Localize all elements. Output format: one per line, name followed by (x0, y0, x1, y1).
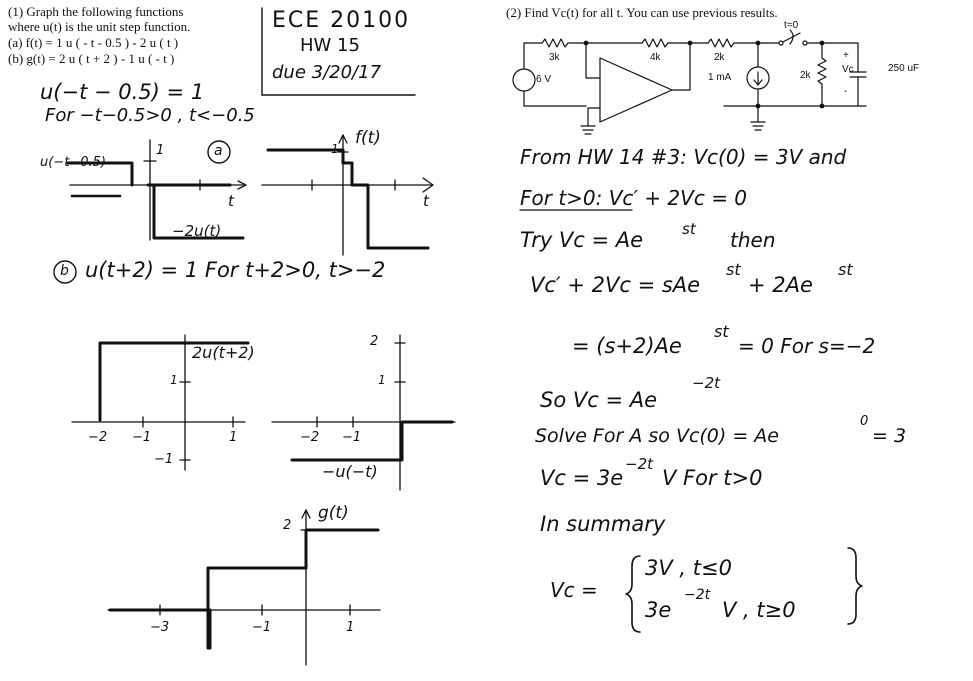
course-title: ECE 20100 (272, 8, 411, 33)
label-2k-right: 2k (800, 70, 811, 81)
plot-b-left (71, 334, 250, 471)
circle-a (207, 140, 231, 164)
label-3k: 3k (549, 52, 560, 63)
label-neg2u: −2u(t) (172, 222, 222, 240)
tick-f1: 1 (331, 142, 339, 156)
tick-g-m1: −1 (252, 620, 272, 635)
label-switch: t=0 (784, 20, 799, 31)
eq-condition-b: u(t+2) = 1 For t+2>0, t>−2 (85, 258, 386, 282)
sol-line4-sup1: st (726, 260, 741, 279)
label-ft: f(t) (355, 128, 381, 148)
summary-braces (625, 547, 863, 633)
circuit (512, 29, 867, 135)
problem1-line1: (1) Graph the following functions (8, 4, 184, 19)
label-u-shift: u(−t−0.5) (40, 155, 106, 170)
sol-case2b: V , t≥0 (722, 598, 796, 622)
header-box (261, 7, 416, 96)
axis-t-f: t (423, 192, 429, 210)
eq-condition-a: For −t−0.5>0 , t<−0.5 (45, 105, 255, 126)
sol-line9: In summary (540, 512, 666, 536)
tick-b-p1: 1 (229, 430, 238, 445)
due-date: due 3/20/17 (272, 62, 382, 83)
sol-line4-sup2: st (838, 260, 853, 279)
label-vc: Vc (842, 64, 854, 75)
label-minus: - (844, 86, 848, 97)
resistor-3k (541, 38, 569, 48)
sol-line7-sup: 0 (860, 414, 869, 429)
sol-line8b: V For t>0 (662, 466, 763, 490)
sol-line5b: = 0 For s=−2 (738, 334, 876, 358)
resistor-2k-top (707, 38, 735, 48)
circle-b-label: b (60, 263, 69, 279)
label-gt: g(t) (318, 503, 349, 523)
sol-vc-label: Vc = (550, 578, 598, 602)
sol-line3a: Try Vc = Ae (520, 228, 644, 252)
axis-t-a: t (228, 192, 234, 210)
sol-line7a: Solve For A so Vc(0) = Ae (535, 425, 779, 447)
sol-case1: 3V , t≤0 (645, 556, 732, 580)
label-4k: 4k (650, 52, 661, 63)
label-2u-shift: 2u(t+2) (192, 343, 255, 362)
resistor-4k (641, 38, 669, 48)
sol-case2-sup: −2t (684, 587, 711, 603)
circle-b (53, 260, 77, 284)
sol-line6a: So Vc = Ae (540, 388, 657, 412)
tick-r-1: 1 (378, 373, 386, 387)
hw-number: HW 15 (300, 35, 360, 56)
problem2-title: (2) Find Vc(t) for all t. You can use pr… (506, 5, 778, 20)
tick-r-2: 2 (370, 334, 379, 349)
sol-line4a: Vc′ + 2Vc = sAe (530, 273, 701, 297)
sol-line4b: + 2Ae (748, 273, 813, 297)
sol-line3b: then (730, 228, 776, 252)
sol-line7b: = 3 (872, 425, 907, 447)
problem1-line2: where u(t) is the unit step function. (8, 19, 191, 34)
eq-u-shift: u(−t − 0.5) = 1 (40, 80, 205, 104)
sol-line5-sup: st (714, 322, 729, 341)
resistor-2k-right (817, 57, 827, 85)
sol-line3-sup: st (682, 220, 696, 238)
tick-b-m2: −2 (88, 430, 108, 445)
sol-line1: From HW 14 #3: Vc(0) = 3V and (520, 145, 847, 169)
problem1-part-a: (a) f(t) = 1 u ( - t - 0.5 ) - 2 u ( t ) (8, 35, 179, 50)
tick-g-m3: −3 (150, 620, 170, 635)
label-2k-top: 2k (714, 52, 725, 63)
label-6v: 6 V (536, 74, 552, 85)
sol-case2a: 3e (645, 598, 672, 622)
tick-1-a: 1 (156, 143, 165, 158)
opamp (599, 57, 673, 123)
tick-g-2: 2 (283, 518, 292, 533)
sol-line8a: Vc = 3e (540, 466, 624, 490)
tick-g-1: 1 (346, 620, 355, 635)
sol-line6-sup: −2t (692, 374, 720, 392)
label-neg-u: −u(−t) (322, 462, 378, 481)
sol-line5a: = (s+2)Ae (572, 334, 682, 358)
plot-a-right (261, 134, 434, 256)
tick-b-m1: −1 (132, 430, 152, 445)
plot-a-left (66, 139, 247, 241)
circle-a-label: a (214, 143, 223, 159)
tick-b-neg1: −1 (154, 452, 174, 467)
sol-line8-sup: −2t (625, 455, 653, 473)
label-1ma: 1 mA (708, 72, 732, 83)
tick-r-m2: −2 (300, 430, 320, 445)
sol-line2: For t>0: Vc′ + 2Vc = 0 (520, 186, 748, 210)
tick-r-m1: −1 (342, 430, 362, 445)
plot-g (107, 509, 381, 666)
plot-b-right (271, 334, 456, 491)
label-250uf: 250 uF (888, 63, 920, 74)
label-plus: + (843, 50, 849, 61)
tick-b-1: 1 (170, 373, 178, 387)
problem1-part-b: (b) g(t) = 2 u ( t + 2 ) - 1 u ( - t ) (8, 51, 175, 66)
